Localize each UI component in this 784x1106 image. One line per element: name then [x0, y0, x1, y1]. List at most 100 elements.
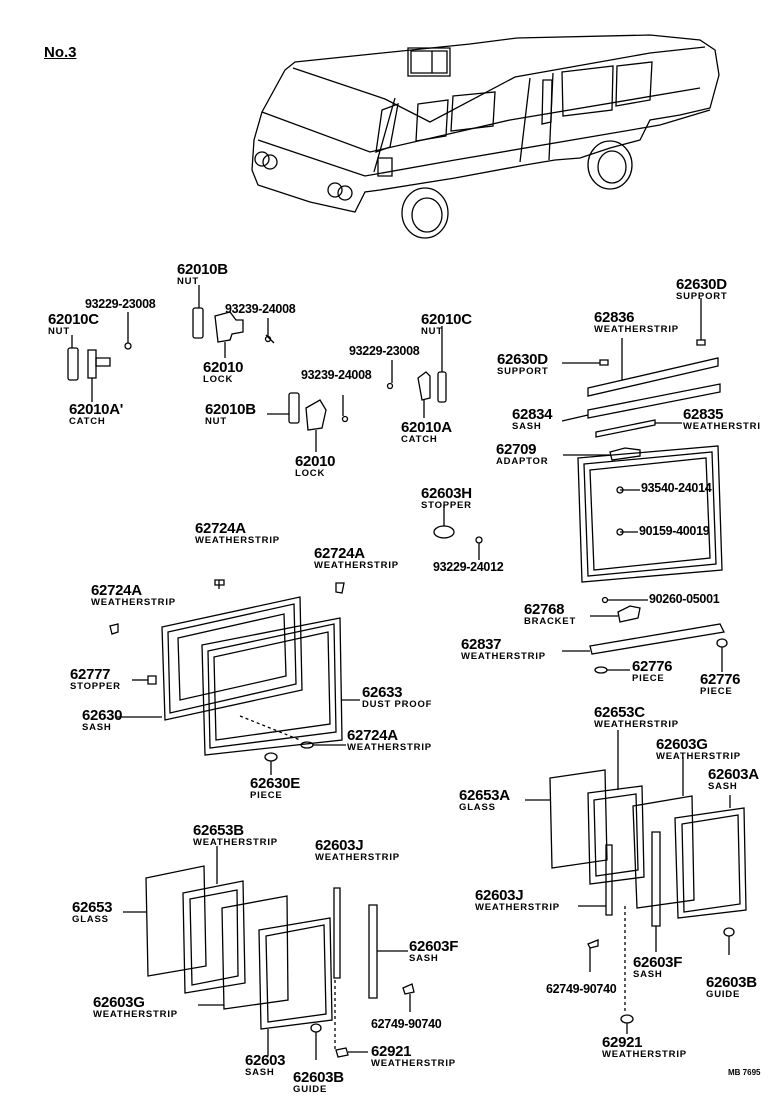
part-name: SASH — [708, 781, 738, 792]
part-name: SUPPORT — [676, 291, 728, 302]
part-label: 62749-90740 — [371, 1017, 442, 1031]
part-name: LOCK — [295, 468, 326, 479]
part-number: 62633 — [362, 684, 403, 701]
van-illustration — [252, 35, 719, 238]
part-number: 62724A — [91, 582, 142, 599]
part-name: SASH — [82, 722, 112, 733]
part-number: 62603F — [633, 954, 683, 971]
part-name: DUST PROOF — [362, 699, 433, 710]
part-number: 62724A — [347, 727, 398, 744]
part-name: WEATHERSTRIP — [656, 751, 741, 762]
part-name: PIECE — [700, 686, 733, 697]
part-number: 62653B — [193, 822, 244, 839]
part-name: SASH — [409, 953, 439, 964]
part-name: WEATHERSTRIP — [602, 1049, 687, 1060]
part-name: WEATHERSTRIP — [371, 1058, 456, 1069]
part-label: 62010A'CATCH — [69, 402, 123, 427]
part-number: 62630E — [250, 775, 300, 792]
part-name: WEATHERSTRIP — [193, 837, 278, 848]
part-number: 62834 — [512, 406, 553, 423]
part-number: 62837 — [461, 636, 502, 653]
part-name: GLASS — [459, 802, 496, 813]
lock-hardware-group — [68, 285, 446, 452]
diagram-title: No.3 — [44, 44, 77, 61]
part-number: 62010C — [421, 311, 472, 328]
part-name: ADAPTOR — [496, 456, 549, 467]
part-name: STOPPER — [70, 681, 121, 692]
part-number: 93229-24012 — [433, 560, 504, 574]
part-number: 62010B — [177, 261, 228, 278]
part-number: 62653C — [594, 704, 645, 721]
part-name: STOPPER — [421, 500, 472, 511]
sliding-window-assembly — [434, 298, 727, 673]
part-number: 62603B — [706, 974, 757, 991]
part-number: 62603J — [475, 887, 524, 904]
part-name: NUT — [48, 326, 70, 337]
part-number: 62603B — [293, 1069, 344, 1086]
part-number: 93540-24014 — [641, 481, 712, 495]
part-name: BRACKET — [524, 616, 577, 627]
part-label: 93239-24008 — [225, 303, 296, 316]
part-number: 62603F — [409, 938, 459, 955]
part-number: 62630 — [82, 707, 123, 724]
part-number: 62010A — [401, 419, 452, 436]
part-number: 62603H — [421, 485, 472, 502]
part-name: PIECE — [632, 673, 665, 684]
part-name: PIECE — [250, 790, 283, 801]
part-number: 93229-23008 — [349, 344, 420, 358]
part-number: 62749-90740 — [546, 982, 617, 996]
part-name: WEATHERSTRIP — [195, 535, 280, 546]
part-number: 62777 — [70, 666, 111, 683]
part-name: GUIDE — [293, 1084, 328, 1095]
part-name: WEATHERSTRIP — [91, 597, 176, 608]
part-name: WEATHERSTRIP — [594, 324, 679, 335]
part-number: 62010 — [203, 359, 244, 376]
part-name: WEATHERSTRIP — [475, 902, 560, 913]
part-name: LOCK — [203, 374, 234, 385]
part-name: NUT — [205, 416, 227, 427]
part-number: 62603G — [656, 736, 708, 753]
part-number: 62749-90740 — [371, 1017, 442, 1031]
part-name: SASH — [512, 421, 542, 432]
part-number: 62835 — [683, 406, 724, 423]
part-number: 62010B — [205, 401, 256, 418]
part-name: WEATHERSTRIP — [314, 560, 399, 571]
part-label: 62749-90740 — [546, 982, 617, 996]
part-name: GUIDE — [706, 989, 741, 1000]
part-number: 62653 — [72, 899, 113, 916]
part-name: SUPPORT — [497, 366, 549, 377]
part-number: 93229-23008 — [85, 297, 156, 311]
part-label: 93229-23008 — [85, 297, 156, 311]
part-label: 93229-23008 — [349, 344, 420, 358]
part-number: 90159-40019 — [639, 524, 710, 538]
